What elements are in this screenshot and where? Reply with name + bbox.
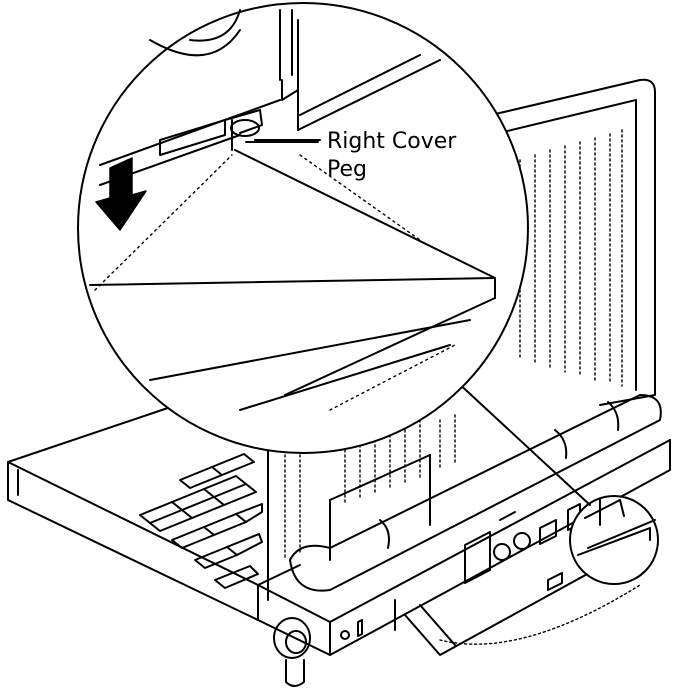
callout-line-2: Peg xyxy=(327,157,367,182)
magnified-detail xyxy=(77,2,529,454)
callout-line-1: Right Cover xyxy=(327,129,457,154)
latch-knob xyxy=(273,617,311,687)
down-arrow-icon xyxy=(95,157,147,231)
laptop-base xyxy=(7,391,671,687)
keyboard xyxy=(139,453,263,589)
detail-locator-circle xyxy=(454,379,659,585)
right-cover-peg-label: Right Cover Peg xyxy=(327,128,456,184)
